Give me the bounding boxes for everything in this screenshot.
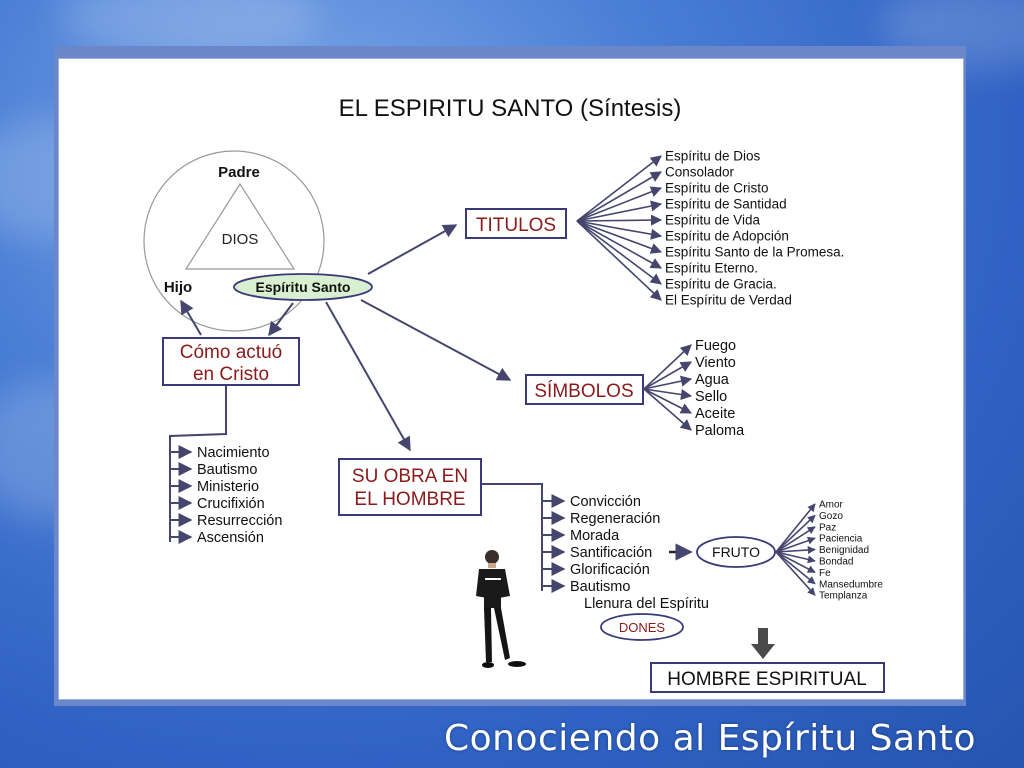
titulo-item: Espíritu Eterno. xyxy=(665,261,758,276)
simbolo-item: Agua xyxy=(695,372,730,388)
page-title: EL ESPIRITU SANTO (Síntesis) xyxy=(339,95,682,122)
cristo-item: Nacimiento xyxy=(197,445,270,461)
fruto-arrow xyxy=(775,551,816,574)
obra-list: ConvicciónRegeneraciónMoradaSantificació… xyxy=(542,494,660,595)
fruto-item: Templanza xyxy=(819,591,868,602)
fruto-item: Mansedumbre xyxy=(819,579,883,590)
fruto-item: Paz xyxy=(819,522,836,533)
cristo-item: Ascensión xyxy=(197,530,264,546)
titulo-item: Espíritu de Gracia. xyxy=(665,277,777,292)
obra-item: Regeneración xyxy=(570,511,660,527)
titulo-arrow xyxy=(576,220,663,254)
titulo-arrow xyxy=(576,220,662,269)
cristo-item: Ministerio xyxy=(197,479,259,495)
hombre-espiritual-box xyxy=(650,662,885,693)
dones-pill xyxy=(600,613,684,641)
footer-title: Conociendo al Espíritu Santo xyxy=(444,718,976,759)
titulo-item: Consolador xyxy=(665,165,735,180)
obra-item: Glorificación xyxy=(570,562,650,578)
cristo-list: NacimientoBautismoMinisterioCrucifixiónR… xyxy=(170,445,282,546)
cristo-box xyxy=(162,337,300,386)
concept-map: EL ESPIRITU SANTO (Síntesis) Padre DIOS … xyxy=(143,95,885,693)
titulo-item: El Espíritu de Verdad xyxy=(665,293,792,308)
simbolos-box xyxy=(525,374,644,405)
titulos-box xyxy=(465,208,567,239)
fruto-item: Gozo xyxy=(819,511,843,522)
simbolos-label: SÍMBOLOS xyxy=(534,381,633,402)
fruto-fan xyxy=(775,503,816,596)
simbolo-arrow xyxy=(643,375,693,390)
titulo-item: Espíritu de Vida xyxy=(665,213,761,228)
titulo-arrow xyxy=(576,220,663,240)
simbolo-item: Sello xyxy=(695,389,727,405)
obra-line1: SU OBRA EN xyxy=(352,466,468,487)
titulo-item: Espíritu de Dios xyxy=(665,149,761,164)
titulo-arrow xyxy=(576,214,663,226)
simbolo-item: Viento xyxy=(695,355,736,371)
titulo-arrow xyxy=(576,220,662,285)
espiritu-santo-pill xyxy=(233,273,373,301)
simbolo-arrow xyxy=(643,388,692,414)
titulo-item: Espíritu de Santidad xyxy=(665,197,787,212)
simbolo-item: Fuego xyxy=(695,338,736,354)
fruto-arrow xyxy=(775,551,816,585)
simbolo-arrow xyxy=(643,388,692,431)
simbolos-fan xyxy=(643,344,693,431)
fruto-item: Bondad xyxy=(819,557,853,568)
trinity-dios: DIOS xyxy=(222,231,259,248)
trinity-circle xyxy=(143,150,325,332)
obra-item: Santificación xyxy=(570,545,652,561)
fruto-item: Benignidad xyxy=(819,545,869,556)
fruto-item: Fe xyxy=(819,568,831,579)
fruto-pill xyxy=(696,536,776,568)
llenura-text: Llenura del Espíritu xyxy=(584,596,709,612)
obra-item: Convicción xyxy=(570,494,641,510)
trinity-hijo: Hijo xyxy=(164,279,192,296)
titulos-fan xyxy=(576,155,663,301)
simbolo-arrow xyxy=(643,388,693,401)
simbolo-arrow xyxy=(643,361,692,390)
cristo-line2: en Cristo xyxy=(193,364,269,385)
titulo-arrow xyxy=(576,186,663,222)
titulo-arrow xyxy=(576,171,662,222)
dones-label: DONES xyxy=(619,620,666,635)
simbolo-item: Paloma xyxy=(695,423,745,439)
obra-item: Morada xyxy=(570,528,620,544)
trinity-triangle xyxy=(184,182,296,270)
obra-item: Bautismo xyxy=(570,579,630,595)
fruto-item: Paciencia xyxy=(819,534,863,545)
fruto-list: AmorGozoPazPacienciaBenignidadBondadFeMa… xyxy=(819,500,883,602)
cristo-line1: Cómo actuó xyxy=(180,342,282,363)
simbolo-arrow xyxy=(643,344,692,390)
obra-box xyxy=(338,458,482,516)
titulo-item: Espíritu de Cristo xyxy=(665,181,769,196)
titulos-label: TITULOS xyxy=(476,215,556,236)
hombre-espiritual-label: HOMBRE ESPIRITUAL xyxy=(667,669,867,690)
titulo-arrow xyxy=(576,200,663,222)
cristo-item: Resurrección xyxy=(197,513,282,529)
fruto-arrow xyxy=(775,514,816,553)
fruto-arrow xyxy=(775,551,816,596)
obra-line2: EL HOMBRE xyxy=(354,489,465,510)
fruto-arrow xyxy=(775,546,816,555)
fruto-arrow xyxy=(775,536,816,553)
simbolo-item: Aceite xyxy=(695,406,735,422)
cristo-item: Crucifixión xyxy=(197,496,265,512)
fruto-arrow xyxy=(775,503,816,553)
titulo-item: Espíritu de Adopción xyxy=(665,229,789,244)
cristo-item: Bautismo xyxy=(197,462,257,478)
down-arrow-icon xyxy=(751,628,775,659)
fruto-arrow xyxy=(775,526,816,553)
trinity-padre: Padre xyxy=(218,164,260,181)
fruto-item: Amor xyxy=(819,500,844,511)
titulo-arrow xyxy=(576,155,662,222)
titulo-item: Espíritu Santo de la Promesa. xyxy=(665,245,844,260)
man-figure-icon xyxy=(476,550,526,668)
fruto-label: FRUTO xyxy=(712,544,760,560)
trinity-espiritu: Espíritu Santo xyxy=(256,279,351,295)
titulo-arrow xyxy=(576,220,662,301)
fruto-arrow xyxy=(775,551,816,564)
